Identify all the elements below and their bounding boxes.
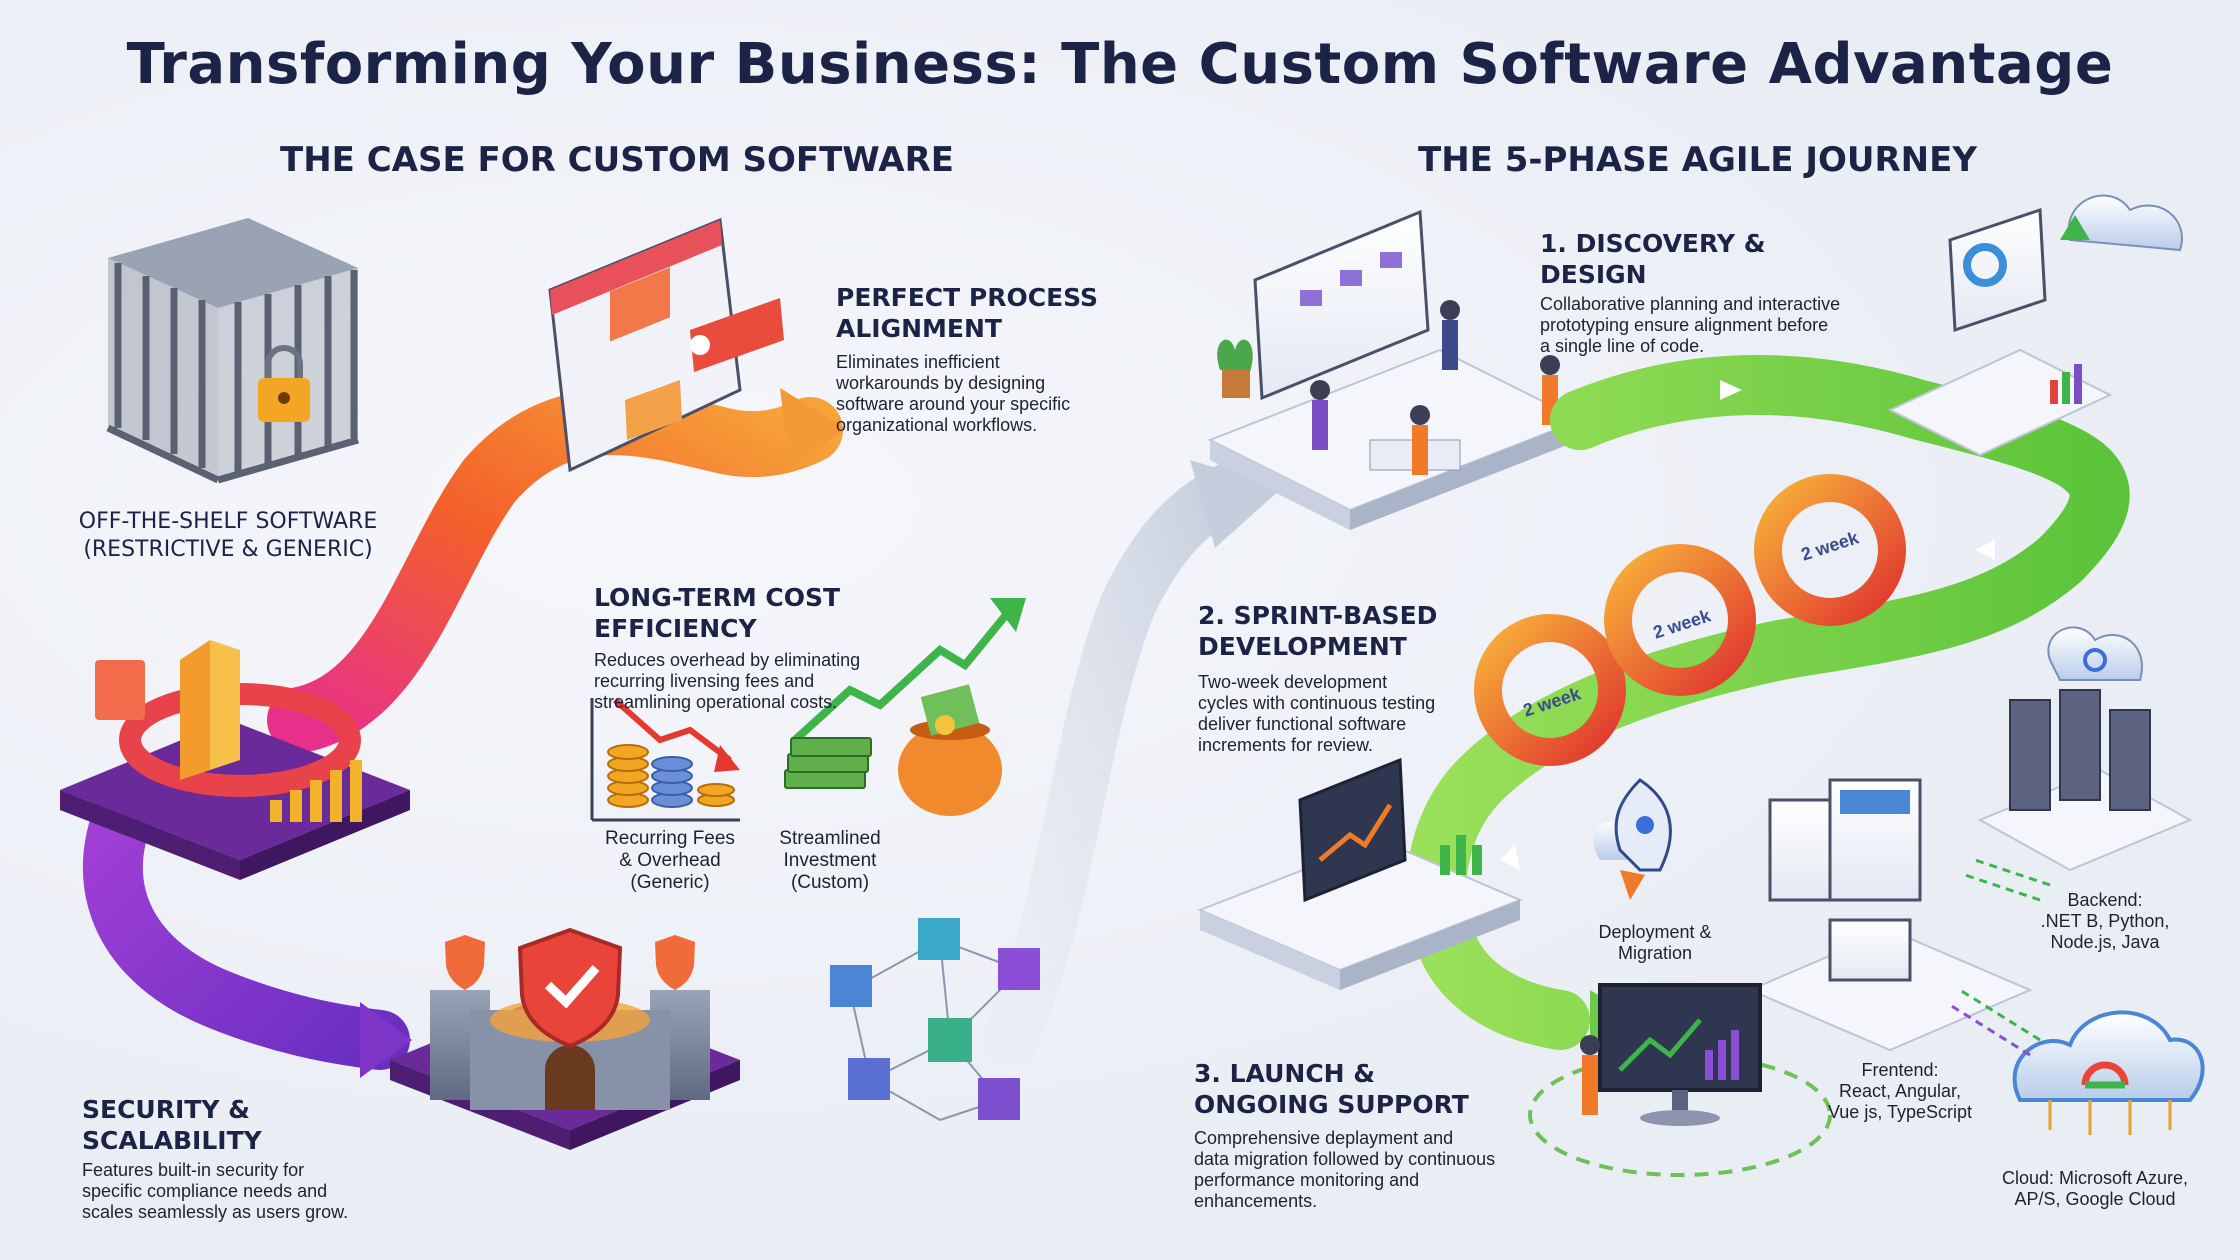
- frontend-platform: [1747, 778, 2033, 1052]
- launch-monitor: [1528, 983, 1832, 1177]
- cost-coins-chart: [590, 697, 740, 822]
- tech-connector-arrows: [1949, 858, 2051, 1057]
- off-the-shelf-label: OFF-THE-SHELF SOFTWARE (RESTRICTIVE & GE…: [78, 509, 378, 562]
- rocket-icon: [1593, 778, 1672, 900]
- cost-efficiency-block: LONG-TERM COST EFFICIENCY Reduces overhe…: [594, 582, 994, 713]
- deployment-label: Deployment & Migration: [1598, 922, 1712, 963]
- frontend-stack-label: Frentend: React, Angular, Vue js, TypeSc…: [1827, 1060, 1973, 1122]
- discovery-platform: [1207, 209, 1583, 530]
- analytics-platform: [1887, 194, 2183, 457]
- cloud-provider-icon: [2012, 1010, 2205, 1135]
- discovery-block: 1. DISCOVERY & DESIGN Collaborative plan…: [1540, 228, 1880, 357]
- backend-stack-label: Backend: .NET B, Python, Node.js, Java: [2040, 890, 2170, 952]
- left-section-heading: THE CASE FOR CUSTOM SOFTWARE: [280, 140, 954, 180]
- backend-servers: [1977, 626, 2193, 872]
- security-title: SECURITY & SCALABILITY: [82, 1095, 262, 1155]
- process-screen-illustration: [548, 217, 784, 473]
- purple-flow-arrow: [82, 770, 410, 1070]
- network-cubes-illustration: [830, 918, 1040, 1121]
- perfect-process-block: PERFECT PROCESS ALIGNMENT Eliminates ine…: [836, 282, 1136, 436]
- launch-title: 3. LAUNCH &: [1194, 1059, 1376, 1088]
- transformation-platform: [60, 640, 410, 880]
- investment-growth-chart: [784, 598, 1026, 816]
- sprint-loops: [1474, 474, 1906, 766]
- cost-efficiency-title: LONG-TERM COST EFFICIENCY: [594, 583, 841, 643]
- laptop-platform: [1197, 757, 1523, 990]
- launch-block: 3. LAUNCH & ONGOING SUPPORT Comprehensiv…: [1194, 1058, 1554, 1212]
- main-title: Transforming Your Business: The Custom S…: [126, 32, 2114, 97]
- security-block: SECURITY & SCALABILITY Features built-in…: [82, 1094, 412, 1223]
- sprint-block: 2. SPRINT-BASED DEVELOPMENT Two-week dev…: [1198, 600, 1488, 756]
- cloud-stack-label: Cloud: Microsoft Azure, AP/S, Google Clo…: [2001, 1168, 2189, 1209]
- discovery-title: 1. DISCOVERY & DESIGN: [1540, 229, 1766, 289]
- right-section-heading: THE 5-PHASE AGILE JOURNEY: [1418, 140, 1977, 180]
- orange-flow-arrow: [267, 389, 843, 753]
- security-castle-illustration: [390, 927, 740, 1150]
- sprint-title: 2. SPRINT-BASED: [1198, 601, 1438, 630]
- recurring-fees-caption: Recurring Fees & Overhead (Generic): [605, 828, 735, 893]
- cage-icon: [106, 218, 359, 484]
- perfect-process-title: PERFECT PROCESS: [836, 283, 1099, 312]
- streamlined-investment-caption: Streamlined Investment (Custom): [779, 828, 881, 893]
